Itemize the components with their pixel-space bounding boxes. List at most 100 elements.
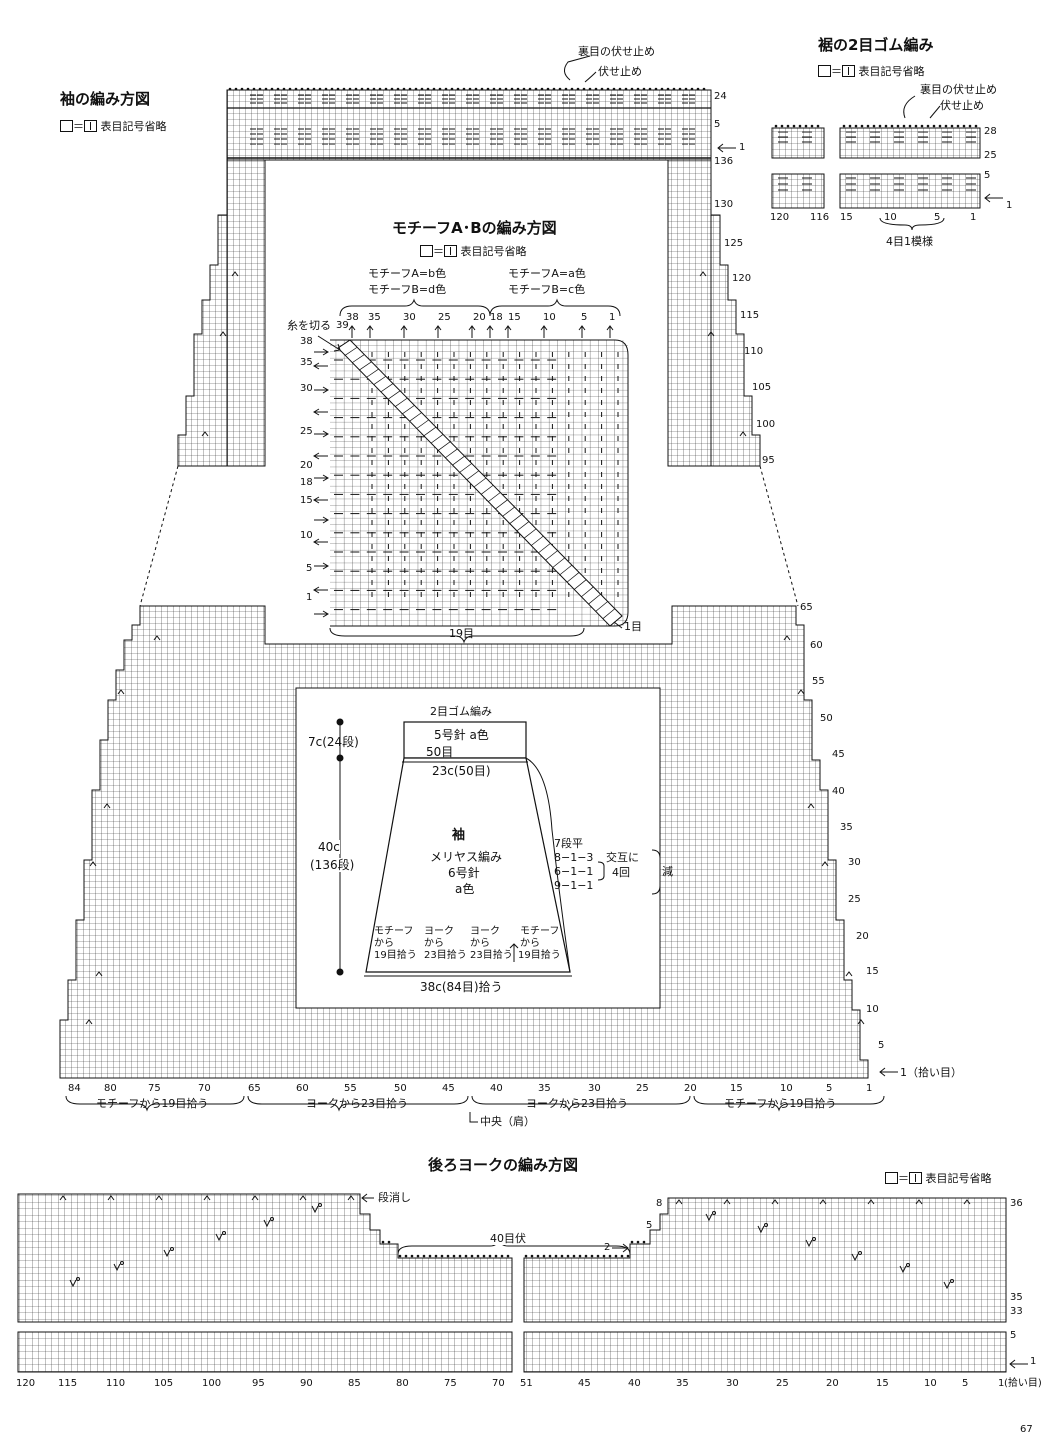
pickup-c-3: 23目拾う xyxy=(470,950,513,961)
dot xyxy=(476,1254,480,1258)
dot xyxy=(950,124,954,128)
dot xyxy=(474,87,478,91)
up-arrow xyxy=(468,325,476,338)
slip-mark xyxy=(263,1219,271,1228)
decrease-mark xyxy=(251,1195,259,1201)
decrease-mark xyxy=(155,1195,163,1201)
diag-cell-line xyxy=(509,514,523,524)
schematic-height-main-rows: (136段) xyxy=(310,858,355,872)
dot xyxy=(434,1254,438,1258)
yoke-col-number: 115 xyxy=(58,1378,78,1389)
yoke-col-number: 30 xyxy=(726,1378,739,1389)
leader-line xyxy=(564,55,591,81)
body-row: 35 xyxy=(840,822,853,833)
hem-col: 120 xyxy=(770,212,790,223)
diag-cell-line xyxy=(552,557,565,568)
legend-hem: ＝ 表目記号省略 xyxy=(818,65,925,78)
yoke-short-rows: 段消し xyxy=(378,1191,411,1204)
yoke-col-number: 45 xyxy=(578,1378,591,1389)
dot xyxy=(896,124,900,128)
yoke-left-row: 8 xyxy=(656,1198,663,1209)
decrease-mark xyxy=(675,1199,683,1205)
dot xyxy=(594,87,598,91)
knit-stitch-icon xyxy=(84,120,97,132)
dot xyxy=(381,1240,385,1244)
pickup-d-3: 19目拾う xyxy=(518,950,561,961)
hem-ribbing-chart xyxy=(771,127,981,209)
dec-times: 4回 xyxy=(612,866,630,879)
hem-col: 5 xyxy=(934,212,941,223)
dot xyxy=(348,87,352,91)
title-sleeve-chart: 袖の編み方図 xyxy=(60,90,151,108)
body-col-number: 25 xyxy=(636,1083,649,1094)
leader-line xyxy=(903,95,916,119)
diag-cell-line xyxy=(602,608,616,619)
hem-col: 116 xyxy=(810,212,830,223)
arrow-left xyxy=(1009,1359,1028,1369)
pickup-brace xyxy=(693,1095,885,1112)
dot xyxy=(962,124,966,128)
dot xyxy=(240,87,244,91)
dot xyxy=(554,1254,558,1258)
dot xyxy=(572,1254,576,1258)
dot xyxy=(324,87,328,91)
hem-col: 10 xyxy=(884,212,897,223)
yoke-col-number: 51 xyxy=(520,1378,533,1389)
body-col-number: 20 xyxy=(684,1083,697,1094)
body-row: 15 xyxy=(866,966,879,977)
dot xyxy=(536,1254,540,1258)
body-col-number: 1 xyxy=(866,1083,873,1094)
dot xyxy=(306,87,310,91)
motif-top-arrows xyxy=(348,325,614,338)
dot xyxy=(534,87,538,91)
width-brace xyxy=(329,627,585,644)
diag-cell-line xyxy=(502,506,515,517)
dot xyxy=(387,1240,391,1244)
dot xyxy=(440,1254,444,1258)
diag-cell-line xyxy=(595,601,608,612)
yoke-col-number: 25 xyxy=(776,1378,789,1389)
arrow-left xyxy=(879,1067,898,1077)
hem-bind-off-dots xyxy=(774,124,978,128)
body-col-number: 55 xyxy=(344,1083,357,1094)
dot xyxy=(560,1254,564,1258)
dot xyxy=(920,124,924,128)
diag-cell-line xyxy=(395,397,408,407)
motif-left-row: 10 xyxy=(300,530,313,541)
title-back-yoke: 後ろヨークの編み方図 xyxy=(428,1156,579,1174)
yoke-col-number: 120 xyxy=(16,1378,36,1389)
row-arrow xyxy=(313,586,328,594)
dot xyxy=(792,124,796,128)
knit-stitch-icon xyxy=(842,65,855,77)
dot xyxy=(464,1254,468,1258)
plain-box-icon xyxy=(885,1172,898,1184)
dot xyxy=(504,87,508,91)
hem-label-purl-bind-off: 裏目の伏せ止め xyxy=(920,83,997,96)
yoke-col-number: 15 xyxy=(876,1378,889,1389)
decrease-mark xyxy=(699,271,707,277)
decrease-mark xyxy=(107,1195,115,1201)
dot xyxy=(482,1254,486,1258)
hem-row: 28 xyxy=(984,126,997,137)
pickup-group-1: モチーフから19目拾う xyxy=(96,1097,209,1110)
motif-top-col: 38 xyxy=(346,312,359,323)
dot xyxy=(786,124,790,128)
diag-cell-line xyxy=(581,586,594,598)
dot xyxy=(678,87,682,91)
dot xyxy=(884,124,888,128)
back-yoke-chart xyxy=(17,1193,1007,1373)
short-rows-arrow xyxy=(361,1193,374,1203)
slip-mark xyxy=(899,1265,907,1274)
slip-dot xyxy=(906,1263,910,1267)
dot xyxy=(492,87,496,91)
dot xyxy=(576,87,580,91)
body-col-number: 84 xyxy=(68,1083,81,1094)
dot xyxy=(462,87,466,91)
dot xyxy=(642,1240,646,1244)
dot xyxy=(780,124,784,128)
decrease-mark xyxy=(299,1195,307,1201)
diag-cell-line xyxy=(531,535,544,546)
body-row: 55 xyxy=(812,676,825,687)
dot xyxy=(620,1254,624,1258)
